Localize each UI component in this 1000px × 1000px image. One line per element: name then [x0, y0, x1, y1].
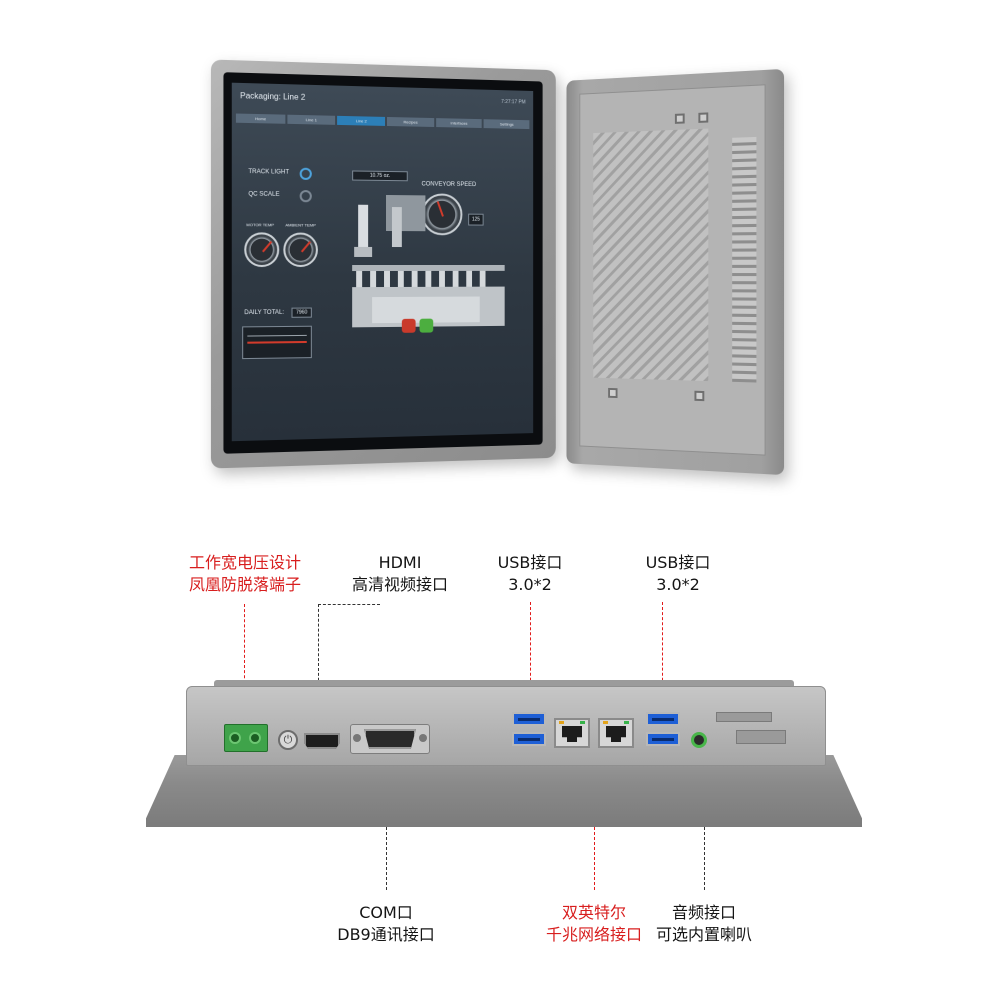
hdmi-label-line-1: HDMI — [378, 553, 422, 572]
terminal-label-line-1: 工作宽电压设计 — [188, 553, 301, 572]
hmi-screen: Packaging: Line 2 7:27:17 PM Home Line 1… — [231, 82, 534, 442]
track-light-label: TRACK LIGHT — [248, 168, 290, 176]
com-label-line-1: COM口 — [359, 903, 413, 922]
heatsink-side-fins-icon — [732, 136, 757, 383]
hdmi-label-line-2: 高清视频接口 — [351, 575, 448, 594]
weight-readout: 10.75 oz. — [352, 170, 408, 182]
io-panel — [186, 686, 826, 766]
hdmi-label: HDMI 高清视频接口 — [330, 552, 470, 596]
panel-pc-back — [566, 68, 785, 476]
track-light-toggle-icon[interactable] — [299, 167, 312, 181]
start-button[interactable] — [419, 318, 434, 333]
terminal-screw-icon — [229, 732, 241, 744]
rj45-port-icon — [598, 718, 634, 748]
mount-hole-icon — [698, 112, 709, 123]
usb-left-label-line-1: USB接口 — [497, 553, 563, 572]
hmi-title: Packaging: Line 2 — [240, 91, 306, 102]
audio-jack-icon — [691, 732, 707, 748]
hmi-tab-interfaces[interactable]: Interfaces — [435, 118, 483, 129]
mount-hole-icon — [608, 387, 618, 399]
audio-label: 音频接口 可选内置喇叭 — [634, 902, 774, 946]
usb-left-label-line-2: 3.0*2 — [508, 575, 552, 594]
com-label-line-2: DB9通讯接口 — [337, 925, 435, 944]
hdmi-guide-line — [318, 604, 319, 730]
trend-chart-icon — [242, 325, 312, 360]
hmi-tab-bar: Home Line 1 Line 2 Recipes Interfaces Se… — [235, 113, 530, 130]
usb-left-label: USB接口 3.0*2 — [480, 552, 580, 596]
daily-total-value: 7960 — [291, 307, 312, 318]
stop-button[interactable] — [401, 318, 416, 333]
hmi-tab-settings[interactable]: Settings — [483, 119, 530, 130]
hmi-tab-recipes[interactable]: Recipes — [387, 116, 434, 127]
heatsink-fins-icon — [593, 128, 709, 382]
ambient-temp-label: AMBIENT TEMP — [285, 222, 316, 228]
hmi-tab-line-2[interactable]: Line 2 — [337, 115, 386, 126]
usb-right-label-line-1: USB接口 — [645, 553, 711, 572]
usb-left-guide-line — [530, 602, 531, 706]
mount-hole-icon — [674, 113, 685, 124]
panel-pc-glass: Packaging: Line 2 7:27:17 PM Home Line 1… — [223, 72, 543, 454]
packaging-machine-graphic-icon — [352, 194, 505, 328]
panel-pc-front: Packaging: Line 2 7:27:17 PM Home Line 1… — [210, 59, 556, 469]
lan-label-line-1: 双英特尔 — [561, 903, 626, 922]
usb-right-label-line-2: 3.0*2 — [656, 575, 700, 594]
terminal-screw-icon — [249, 732, 261, 744]
audio-label-line-1: 音频接口 — [671, 903, 736, 922]
mount-hole-icon — [694, 390, 705, 402]
phoenix-terminal-icon — [224, 724, 268, 752]
hmi-tab-line-1[interactable]: Line 1 — [287, 114, 336, 125]
terminal-label: 工作宽电压设计 凤凰防脱落端子 — [170, 552, 320, 596]
terminal-label-line-2: 凤凰防脱落端子 — [188, 575, 301, 594]
motor-temp-gauge-icon — [244, 232, 280, 268]
daily-total-label: DAILY TOTAL: — [244, 309, 285, 317]
usb-port-icon — [646, 712, 680, 726]
db9-com-port-icon — [350, 724, 430, 754]
vent-slot-icon — [716, 712, 772, 722]
usb-right-label: USB接口 3.0*2 — [628, 552, 728, 596]
io-top-strip — [214, 680, 794, 690]
usb-port-icon — [646, 732, 680, 746]
usb-port-icon — [512, 712, 546, 726]
rj45-port-icon — [554, 718, 590, 748]
usb-right-guide-line — [662, 602, 663, 706]
lan-label: 双英特尔 千兆网络接口 — [524, 902, 664, 946]
power-button[interactable]: ⏻ — [278, 730, 298, 750]
hmi-tab-home[interactable]: Home — [235, 113, 286, 124]
audio-label-line-2: 可选内置喇叭 — [655, 925, 752, 944]
com-label: COM口 DB9通讯接口 — [316, 902, 456, 946]
qc-scale-label: QC SCALE — [248, 191, 280, 198]
terminal-guide-line — [244, 604, 245, 724]
qc-scale-toggle-icon[interactable] — [299, 189, 312, 203]
hdmi-port-icon — [304, 733, 340, 749]
usb-port-icon — [512, 732, 546, 746]
vent-slot-icon — [736, 730, 786, 744]
hmi-time: 7:27:17 PM — [501, 98, 526, 106]
hdmi-guide-line-horizontal — [318, 604, 380, 605]
lan-label-line-2: 千兆网络接口 — [545, 925, 642, 944]
io-chassis — [146, 755, 862, 827]
motor-temp-label: MOTOR TEMP — [246, 222, 275, 228]
ambient-temp-gauge-icon — [283, 232, 318, 268]
heatsink-plate — [579, 84, 766, 456]
